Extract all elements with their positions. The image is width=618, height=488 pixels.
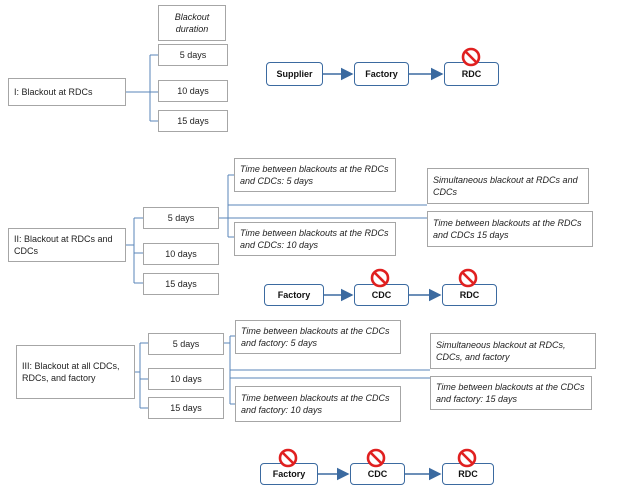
section2-label: II: Blackout at RDCs and CDCs <box>8 228 126 262</box>
s3-duration-10: 10 days <box>148 368 224 390</box>
s1-duration-5: 5 days <box>158 44 228 66</box>
no-entry-icon <box>461 47 481 67</box>
s2-duration-15: 15 days <box>143 273 219 295</box>
s1-flow-supplier-text: Supplier <box>276 69 313 79</box>
s3-note-5-days-text: Time between blackouts at the CDCs and f… <box>241 325 390 348</box>
no-entry-icon <box>370 268 390 288</box>
s2-flow-rdc-text: RDC <box>459 290 480 300</box>
s2-note-10-days-text: Time between blackouts at the RDCs and C… <box>240 227 389 250</box>
s1-duration-10: 10 days <box>158 80 228 102</box>
s3-note-simultaneous: Simultaneous blackout at RDCs, CDCs, and… <box>430 333 596 369</box>
s3-note-15-days: Time between blackouts at the CDCs and f… <box>430 376 592 410</box>
s3-note-10-days-text: Time between blackouts at the CDCs and f… <box>241 392 390 415</box>
s2-flow-factory: Factory <box>264 284 324 306</box>
blackout-duration-header: Blackout duration <box>158 5 226 41</box>
no-entry-icon <box>457 448 477 468</box>
s2-note-simultaneous: Simultaneous blackout at RDCs and CDCs <box>427 168 589 204</box>
s2-flow-factory-text: Factory <box>277 290 311 300</box>
s2-note-5-days-text: Time between blackouts at the RDCs and C… <box>240 163 389 186</box>
s3-note-10-days: Time between blackouts at the CDCs and f… <box>235 386 401 422</box>
s3-duration-10-text: 10 days <box>170 373 202 384</box>
s1-duration-15: 15 days <box>158 110 228 132</box>
s3-duration-15-text: 15 days <box>170 402 202 413</box>
s2-duration-10-text: 10 days <box>165 248 197 259</box>
s2-note-15-days: Time between blackouts at the RDCs and C… <box>427 211 593 247</box>
s1-flow-factory-text: Factory <box>365 69 398 79</box>
s1-flow-supplier: Supplier <box>266 62 323 86</box>
s2-duration-5-text: 5 days <box>167 212 195 223</box>
no-entry-icon <box>458 268 478 288</box>
s2-flow-cdc-text: CDC <box>371 290 392 300</box>
s3-flow-cdc-text: CDC <box>367 469 388 479</box>
blackout-duration-text: Blackout duration <box>174 11 210 34</box>
s1-duration-10-text: 10 days <box>177 85 209 96</box>
s2-note-10-days: Time between blackouts at the RDCs and C… <box>234 222 396 256</box>
section3-label: III: Blackout at all CDCs, RDCs, and fac… <box>16 345 135 399</box>
s2-duration-15-text: 15 days <box>165 278 197 289</box>
section1-label: I: Blackout at RDCs <box>8 78 126 106</box>
s1-duration-15-text: 15 days <box>177 115 209 126</box>
section3-label-text: III: Blackout at all CDCs, RDCs, and fac… <box>22 360 120 383</box>
section2-label-text: II: Blackout at RDCs and CDCs <box>14 233 113 256</box>
s3-duration-5-text: 5 days <box>172 338 200 349</box>
s2-note-simultaneous-text: Simultaneous blackout at RDCs and CDCs <box>433 174 578 197</box>
s1-flow-rdc: RDC <box>444 62 499 86</box>
s2-duration-10: 10 days <box>143 243 219 265</box>
section1-label-text: I: Blackout at RDCs <box>14 86 93 97</box>
s3-duration-15: 15 days <box>148 397 224 419</box>
s1-duration-5-text: 5 days <box>179 49 207 60</box>
s2-note-15-days-text: Time between blackouts at the RDCs and C… <box>433 217 582 240</box>
s3-flow-rdc-text: RDC <box>458 469 478 479</box>
s1-flow-factory: Factory <box>354 62 409 86</box>
s3-duration-5: 5 days <box>148 333 224 355</box>
s3-note-5-days: Time between blackouts at the CDCs and f… <box>235 320 401 354</box>
s3-note-15-days-text: Time between blackouts at the CDCs and f… <box>436 381 585 404</box>
s3-flow-factory-text: Factory <box>272 469 306 479</box>
s3-note-simultaneous-text: Simultaneous blackout at RDCs, CDCs, and… <box>436 339 566 362</box>
s1-flow-rdc-text: RDC <box>461 69 482 79</box>
s2-note-5-days: Time between blackouts at the RDCs and C… <box>234 158 396 192</box>
no-entry-icon <box>366 448 386 468</box>
no-entry-icon <box>278 448 298 468</box>
s2-duration-5: 5 days <box>143 207 219 229</box>
